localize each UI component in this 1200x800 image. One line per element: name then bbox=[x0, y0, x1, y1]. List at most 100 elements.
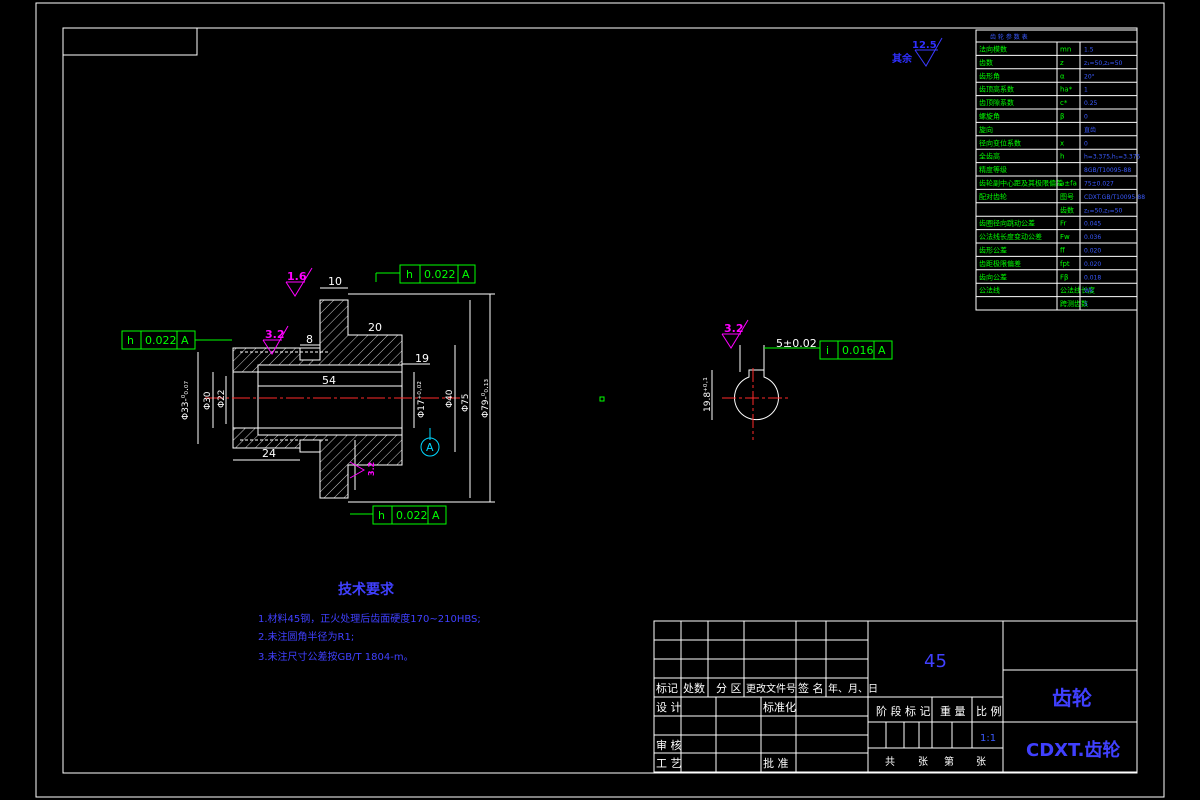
tol1-symbol: h bbox=[406, 268, 413, 281]
tb-zone: 分 区 bbox=[716, 682, 742, 695]
gear-param-value: Wk bbox=[1084, 288, 1094, 295]
gear-param-symbol: h bbox=[1060, 153, 1064, 161]
keyway-side-view: 5±0.02 19.8⁺⁰·¹ i 0.016 A bbox=[703, 337, 893, 440]
gear-param-symbol: z bbox=[1060, 59, 1064, 67]
gear-param-value: 5 bbox=[1084, 301, 1088, 308]
tech-item-1: 1.材料45钢，正火处理后齿面硬度170~210HBS; bbox=[258, 612, 481, 625]
gear-param-name: 齿顶高系数 bbox=[979, 85, 1014, 94]
tol4-datum: A bbox=[878, 344, 886, 357]
tb-sheets-total: 共 bbox=[885, 756, 895, 768]
tol1-value: 0.022 bbox=[424, 268, 456, 281]
dim-24: 24 bbox=[262, 447, 276, 460]
tb-sign: 签 名 bbox=[798, 681, 824, 695]
gear-param-name: 齿圈径向跳动公差 bbox=[979, 219, 1035, 228]
gear-param-name: 配对齿轮 bbox=[979, 192, 1007, 201]
gear-param-name: 旋向 bbox=[979, 125, 993, 134]
tb-approve: 批 准 bbox=[763, 756, 789, 770]
dim-phi30: Φ30 bbox=[203, 391, 213, 410]
roughness-symbols: 1.6 3.2 3.2 3.2 bbox=[262, 267, 749, 479]
gear-param-name: 螺旋角 bbox=[979, 112, 1000, 121]
gear-param-value: CDXT.GB/T10095-88 bbox=[1084, 194, 1145, 201]
gear-param-name: 齿轮副中心距及其极限偏差 bbox=[979, 179, 1063, 188]
tb-count: 处数 bbox=[683, 682, 705, 695]
gear-param-name: 齿顶隙系数 bbox=[979, 98, 1014, 107]
tb-mark: 标记 bbox=[656, 681, 678, 695]
marker bbox=[599, 396, 605, 402]
gear-param-symbol: ff bbox=[1060, 247, 1065, 255]
gear-param-name: 全齿高 bbox=[979, 152, 1000, 161]
other-label: 其余 bbox=[892, 52, 913, 65]
gear-param-symbol: Fr bbox=[1060, 220, 1067, 228]
tol1-datum: A bbox=[462, 268, 470, 281]
dim-10: 10 bbox=[328, 275, 342, 288]
gear-param-name: 齿形角 bbox=[979, 71, 1000, 80]
tb-stage-mark: 阶 段 标 记 bbox=[876, 704, 931, 718]
gear-param-value: z₁=50,z₂=50 bbox=[1084, 60, 1123, 67]
roughness-1: 1.6 bbox=[287, 270, 307, 283]
gear-param-symbol: α bbox=[1060, 72, 1065, 80]
gear-param-name: 公法线长度变动公差 bbox=[979, 232, 1042, 241]
gear-param-name: 公法线 bbox=[979, 286, 1000, 295]
dim-key-width: 5±0.02 bbox=[776, 337, 817, 350]
tb-sheets-of: 张 bbox=[918, 756, 928, 768]
dim-phi79: Φ79-⁰₀.₁₃ bbox=[481, 379, 491, 418]
tb-sheet-no: 第 bbox=[944, 755, 954, 768]
other-roughness-value: 12.5 bbox=[912, 40, 937, 51]
gear-param-symbol: Fβ bbox=[1060, 273, 1069, 281]
other-roughness-symbol: 其余 12.5 bbox=[892, 37, 943, 67]
tol2-symbol: h bbox=[127, 334, 134, 347]
corner-box bbox=[62, 27, 198, 56]
upper-hub-hatch bbox=[232, 299, 403, 373]
gear-section-view bbox=[205, 299, 460, 499]
datum-a: A bbox=[426, 441, 434, 454]
gear-param-value: z₂=50,z₃=50 bbox=[1084, 207, 1123, 214]
gear-param-value: 8GB/T10095-88 bbox=[1084, 167, 1131, 174]
tb-doc-no: 更改文件号 bbox=[746, 682, 796, 695]
dim-8: 8 bbox=[306, 333, 313, 346]
dim-54: 54 bbox=[322, 374, 336, 387]
tol2-value: 0.022 bbox=[145, 334, 177, 347]
roughness-3: 3.2 bbox=[367, 462, 376, 476]
gear-param-value: 1 bbox=[1084, 87, 1088, 94]
gear-param-name: 齿距极限偏差 bbox=[979, 259, 1021, 268]
gear-param-symbol: Fw bbox=[1060, 233, 1070, 241]
tb-review: 审 核 bbox=[656, 738, 682, 752]
gear-param-value: 20° bbox=[1084, 73, 1095, 80]
dim-phi17: Φ17⁺⁰·⁰² bbox=[417, 381, 427, 418]
gear-param-value: 0.018 bbox=[1084, 274, 1101, 281]
gear-param-value: 0.020 bbox=[1084, 248, 1101, 255]
main-dimensions: 10 20 8 19 54 24 Φ33-⁰₀.₀₇ Φ30 Φ22 Φ17⁺⁰… bbox=[181, 275, 495, 503]
gear-param-value: 75±0.027 bbox=[1084, 181, 1114, 188]
gear-param-symbol: x bbox=[1060, 139, 1064, 147]
tolerance-frame-3: h 0.022 A bbox=[350, 505, 447, 525]
gear-param-name: 径向变位系数 bbox=[979, 138, 1021, 147]
outer-border bbox=[35, 2, 1165, 798]
gear-param-name: 精度等级 bbox=[979, 165, 1007, 174]
tol3-value: 0.022 bbox=[396, 509, 428, 522]
gear-param-name: 齿数 bbox=[979, 58, 993, 67]
dim-key-depth: 19.8⁺⁰·¹ bbox=[703, 377, 713, 412]
gear-param-symbol: 公法线长度 bbox=[1060, 286, 1095, 295]
tb-design: 设 计 bbox=[656, 701, 682, 714]
gear-param-symbol: 齿数 bbox=[1060, 205, 1074, 214]
tb-scale-label: 比 例 bbox=[976, 704, 1002, 718]
dim-phi22: Φ22 bbox=[217, 389, 227, 408]
tol3-datum: A bbox=[432, 509, 440, 522]
gear-param-value: 0.036 bbox=[1084, 234, 1101, 241]
tb-drawing-number: CDXT.齿轮 bbox=[1026, 739, 1120, 761]
dim-phi33: Φ33-⁰₀.₀₇ bbox=[181, 381, 191, 420]
gear-param-value: 直齿 bbox=[1084, 126, 1096, 134]
inner-border bbox=[62, 27, 1138, 774]
lower-hub-hatch bbox=[232, 427, 403, 499]
tech-title: 技术要求 bbox=[338, 581, 395, 598]
dim-20: 20 bbox=[368, 321, 382, 334]
gear-param-value: 0.045 bbox=[1084, 221, 1101, 228]
tb-sheet-unit: 张 bbox=[976, 756, 986, 768]
gear-param-value: 0 bbox=[1084, 140, 1088, 147]
gear-param-value: 0.020 bbox=[1084, 261, 1101, 268]
roughness-2: 3.2 bbox=[265, 328, 285, 341]
datum-a-circle bbox=[420, 437, 440, 457]
gear-param-symbol: ha* bbox=[1060, 86, 1073, 94]
